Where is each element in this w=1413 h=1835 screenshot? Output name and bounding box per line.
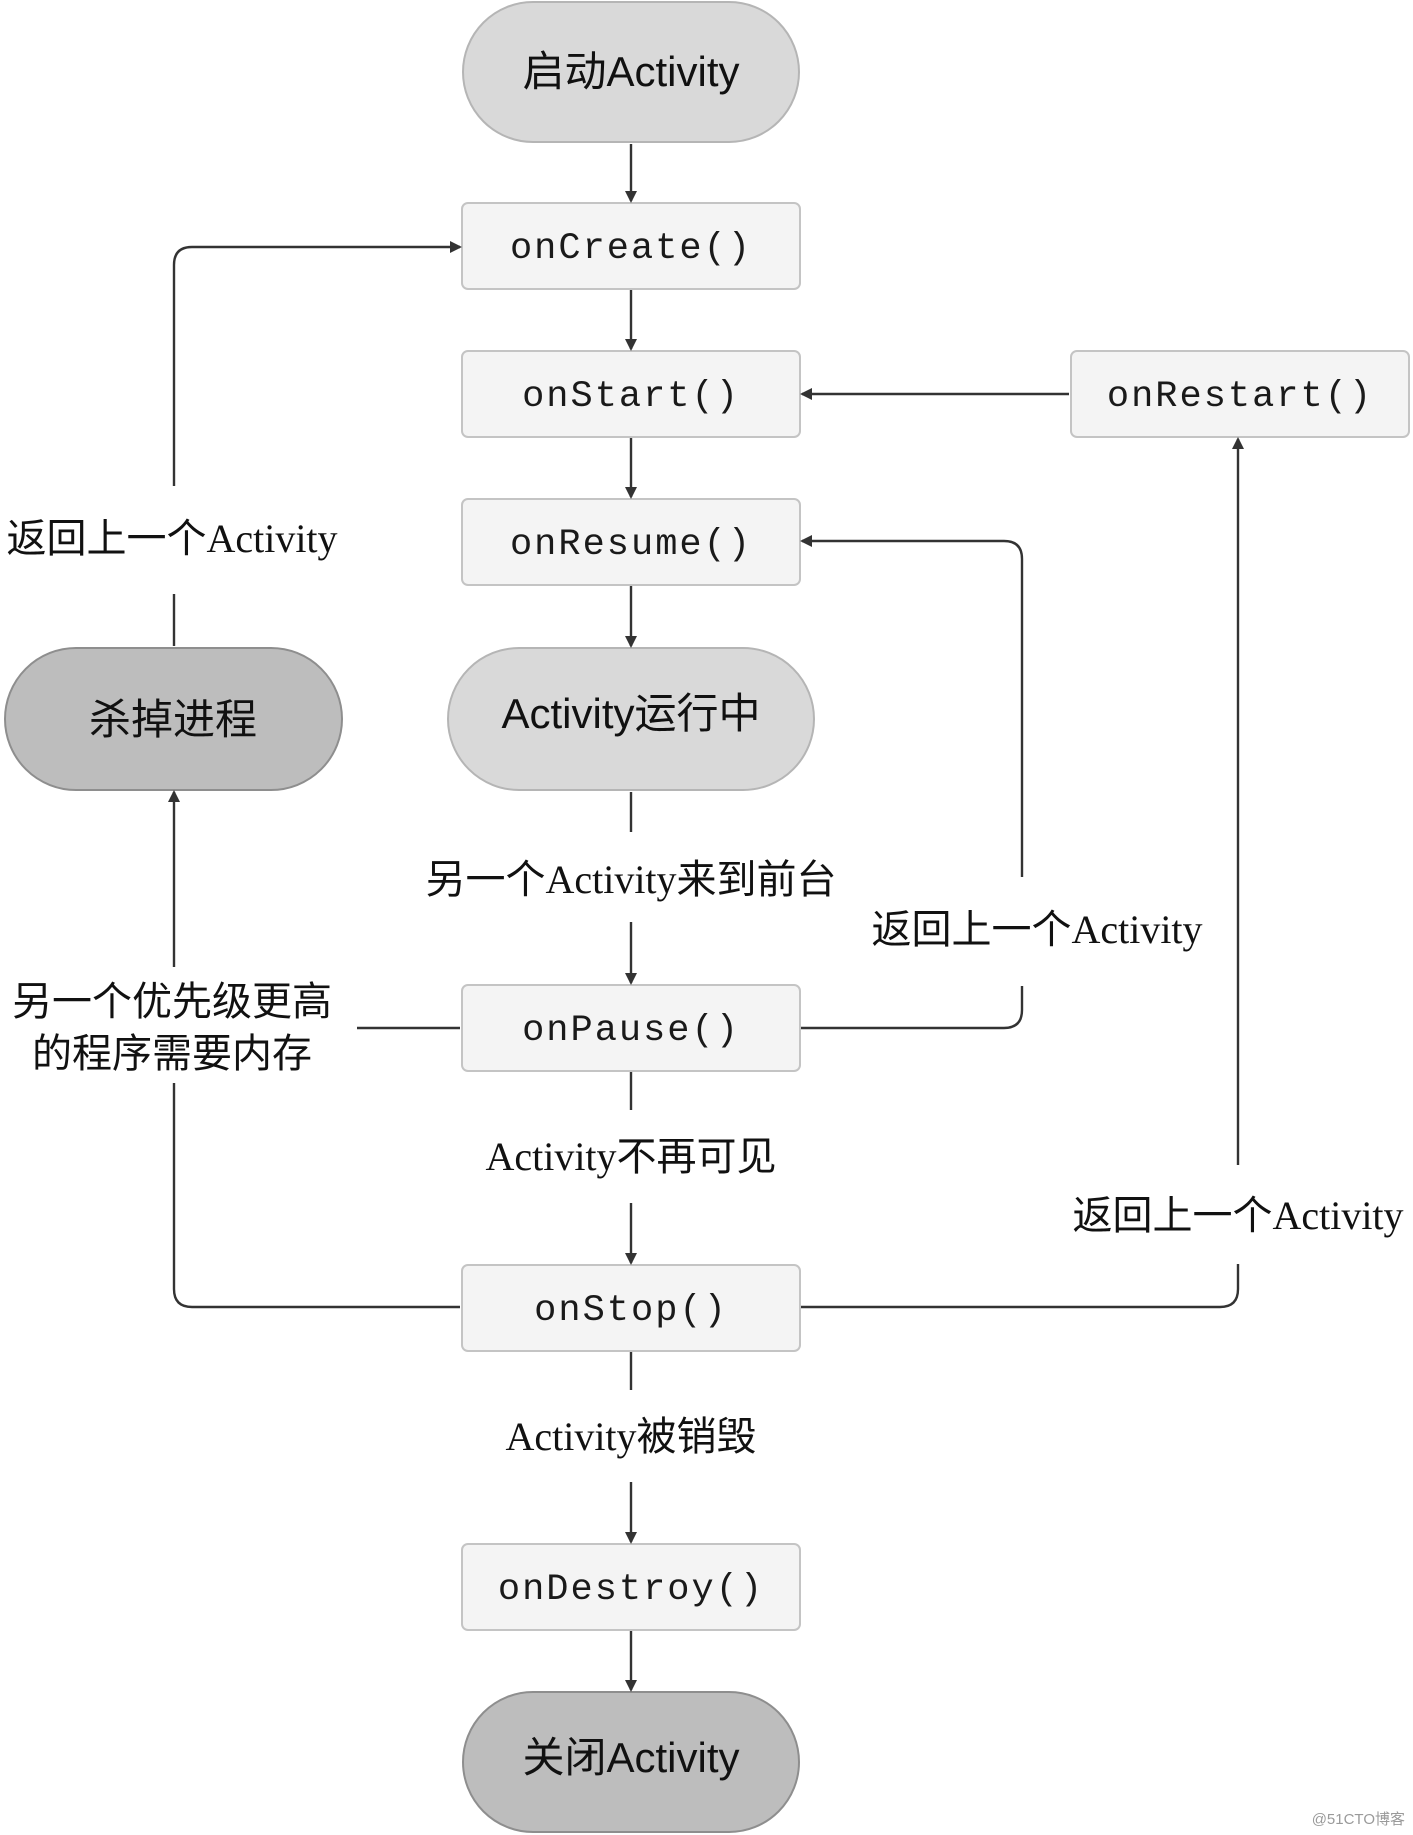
node-on-destroy: onDestroy() xyxy=(461,1543,801,1631)
node-on-create: onCreate() xyxy=(461,202,801,290)
node-on-resume: onResume() xyxy=(461,498,801,586)
node-on-create-label: onCreate() xyxy=(510,228,752,270)
node-kill-process-label: 杀掉进程 xyxy=(89,696,257,743)
node-on-stop-label: onStop() xyxy=(534,1290,728,1332)
label-higher-priority-line1: 另一个优先级更高 xyxy=(12,979,332,1024)
node-end: 关闭Activity xyxy=(462,1691,800,1833)
node-running: Activity运行中 xyxy=(447,647,815,791)
node-on-resume-label: onResume() xyxy=(510,524,752,566)
node-on-stop: onStop() xyxy=(461,1264,801,1352)
arrow-back-to-resume xyxy=(800,535,1024,877)
node-on-restart-label: onRestart() xyxy=(1107,376,1373,418)
label-destroyed: Activity被销毁 xyxy=(505,1414,756,1459)
node-on-pause: onPause() xyxy=(461,984,801,1072)
watermark: @51CTO博客 xyxy=(1312,1811,1405,1828)
label-back-to-restart: 返回上一个Activity xyxy=(1072,1193,1403,1238)
node-on-start: onStart() xyxy=(461,350,801,438)
label-back-to-resume: 返回上一个Activity xyxy=(871,907,1202,952)
label-higher-priority-line2: 的程序需要内存 xyxy=(32,1031,312,1076)
node-on-pause-label: onPause() xyxy=(522,1010,740,1052)
arrow-back-to-create xyxy=(172,241,462,486)
node-on-start-label: onStart() xyxy=(522,376,740,418)
label-another-foreground: 另一个Activity来到前台 xyxy=(425,857,836,902)
node-running-label: Activity运行中 xyxy=(501,690,760,737)
node-start-label: 启动Activity xyxy=(522,48,739,95)
line-stop-back xyxy=(801,1264,1240,1309)
line-stop-to-kill xyxy=(172,1083,460,1309)
node-on-restart: onRestart() xyxy=(1070,350,1410,438)
node-end-label: 关闭Activity xyxy=(522,1734,739,1781)
node-start: 启动Activity xyxy=(462,1,800,143)
label-not-visible: Activity不再可见 xyxy=(485,1134,776,1179)
line-pause-back xyxy=(801,986,1024,1030)
node-on-destroy-label: onDestroy() xyxy=(498,1569,764,1611)
node-kill-process: 杀掉进程 xyxy=(4,647,343,791)
label-back-to-create: 返回上一个Activity xyxy=(6,516,337,561)
